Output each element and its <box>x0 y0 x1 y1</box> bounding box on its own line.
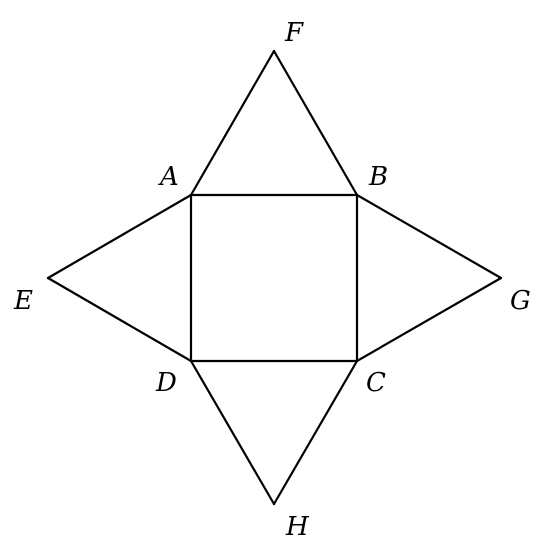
vertex-label-c: C <box>366 368 386 398</box>
vertex-label-h: H <box>285 512 310 542</box>
vertex-label-e: E <box>13 286 33 316</box>
vertex-label-a: A <box>158 162 179 192</box>
edge-hc <box>272 359 359 506</box>
vertex-label-d: D <box>155 368 177 398</box>
vertex-label-g: G <box>510 286 531 316</box>
edge-ed <box>46 276 193 363</box>
edge-dh <box>189 359 276 506</box>
vertex-label-f: F <box>284 18 304 48</box>
edges-group <box>46 49 503 506</box>
edge-ae <box>46 193 193 280</box>
edge-fb <box>272 49 359 197</box>
edge-gc <box>355 276 503 363</box>
edge-af <box>189 49 276 197</box>
vertex-label-b: B <box>368 162 388 192</box>
edge-bg <box>355 193 503 280</box>
